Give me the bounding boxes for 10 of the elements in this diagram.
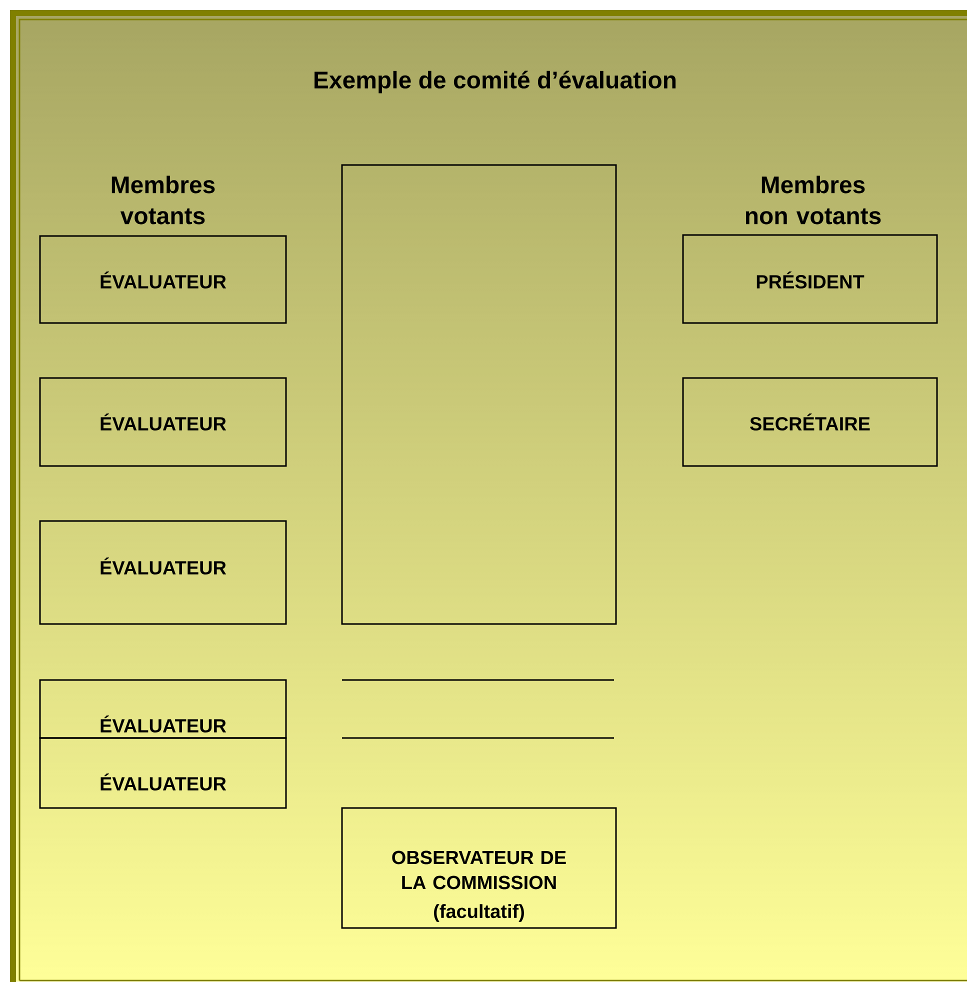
role-box: ÉVALUATEUR — [39, 520, 287, 625]
empty-box — [341, 164, 617, 625]
role-box: SECRÉTAIRE — [682, 377, 938, 467]
role-box: ÉVALUATEUR — [39, 377, 287, 467]
role-box: ÉVALUATEUR — [39, 737, 287, 809]
role-box: OBSERVATEUR DE LA COMMISSION (facultatif) — [341, 807, 617, 929]
role-box: PRÉSIDENT — [682, 234, 938, 324]
title: Exemple de comité d’évaluation — [314, 70, 676, 94]
role-box: ÉVALUATEUR — [39, 679, 287, 739]
role-box: ÉVALUATEUR — [39, 235, 287, 324]
